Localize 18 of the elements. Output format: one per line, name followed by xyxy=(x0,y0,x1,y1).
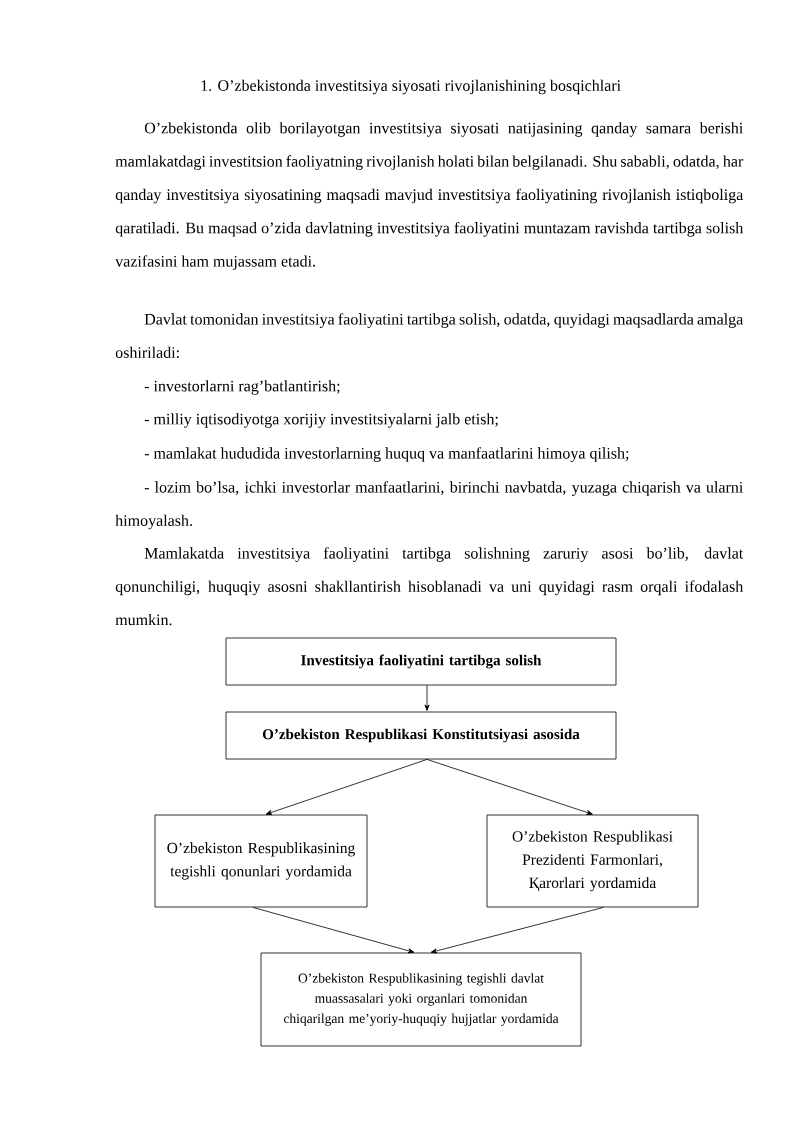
process-box: O’zbekiston Respublikasi Konstitutsiyasi asosida xyxy=(225,711,617,760)
arrow xyxy=(430,907,604,954)
paragraph: Davlat tomonidan investitsiya faoliyatini tartibga solish, odatda, quyidagi maqsadlarda amalga oshiriladi: xyxy=(115,313,744,358)
arrow xyxy=(265,759,428,815)
paragraph: - lozim bo’lsa, ichki investorlar manfaatlarini, birinchi navbatda, yuzaga chiqarish va ularni himoyalash. xyxy=(115,481,743,530)
process-box: O’zbekiston Respublikasining tegishli davlat muassasalari yoki organlari tomonidan chiqarilgan me’yoriy-huquqiy hujjatlar yordamida xyxy=(260,952,582,1047)
process-box: O’zbekiston Respublikasining tegishli qonunlari yordamida xyxy=(154,814,368,908)
paragraph: Mamlakatda investitsiya faoliyatini tartibga solishning zaruriy asosi bo’lib, davlat qonunchiligi, huquqiy asosni shakllantirish hisoblanadi va uni quyidagi rasm orqali ifodalash mumkin. xyxy=(115,547,744,626)
process-box: O’zbekiston Respublikasi Prezidenti Farmonlari, Қarorlari yordamida xyxy=(486,814,699,908)
heading: 1. O’zbekistonda investitsiya siyosati rivojlanishining bosqichlari xyxy=(201,79,621,95)
paragraph: - milliy iqtisodiyotga xorijiy investitsiyalarni jalb etish; xyxy=(144,413,498,428)
arrow xyxy=(252,907,415,954)
paragraph: - mamlakat hududida investorlarning huquq va manfaatlarini himoya qilish; xyxy=(144,447,629,462)
process-box: Investitsiya faoliyatini tartibga solish xyxy=(225,637,617,686)
paragraph: - investorlarni rag’batlantirish; xyxy=(144,380,340,395)
arrow xyxy=(426,759,593,815)
arrow xyxy=(424,685,430,711)
paragraph: O’zbekistonda olib borilayotgan investitsiya siyosati natijasining qanday samara berishi mamlakatdagi investitsion faoliyatning rivojlanish holati bilan belgilanadi. Shu sababli, odatda, har qanday investitsiya siyosatining maqsadi mavjud investitsiya faoliyatining rivojlanish istiqboliga qaratiladi. Bu maqsad o’zida davlatning investitsiya faoliyatini muntazam ravishda tartibga solish vazifasini ham mujassam etadi. xyxy=(115,122,744,270)
